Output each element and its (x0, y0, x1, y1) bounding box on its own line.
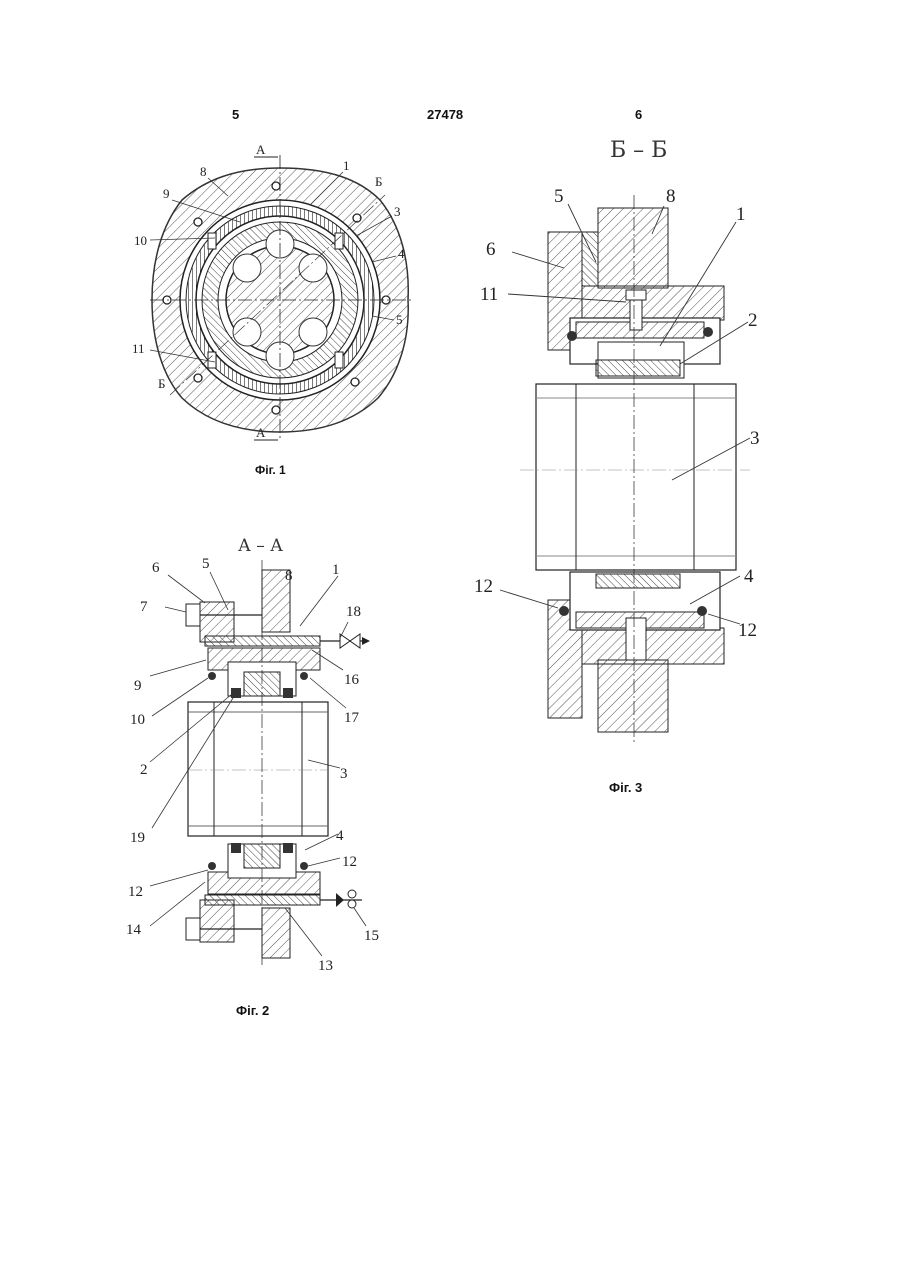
fig3-label: 6 (486, 239, 496, 260)
fig3-label: 4 (744, 566, 754, 587)
fig3-label: 8 (666, 186, 676, 207)
fig3-label: 1 (736, 204, 746, 225)
fig3-label: 5 (554, 186, 564, 207)
fig3-label: 2 (748, 310, 758, 331)
fig3-label: 3 (750, 428, 760, 449)
fig3-label: 12 (738, 620, 757, 641)
fig3-caption: Фіг. 3 (609, 780, 642, 795)
fig3-label: 11 (480, 284, 498, 305)
fig3-label: 12 (474, 576, 493, 597)
